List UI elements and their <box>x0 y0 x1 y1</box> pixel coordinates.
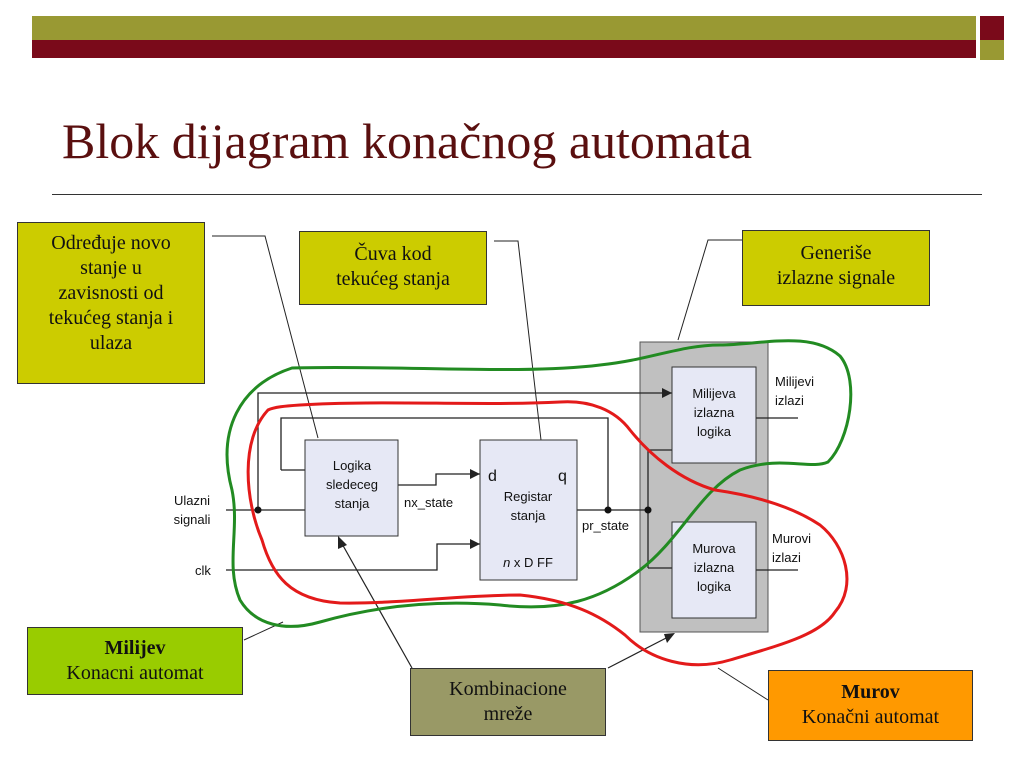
combinational-arrows <box>340 541 671 669</box>
next-state-logic-block <box>304 439 399 537</box>
state-register-block <box>479 439 578 581</box>
mealy-output-logic-block <box>671 366 757 464</box>
inputs-label-1: Ulazni <box>174 493 210 508</box>
inputs-label-2: signali <box>174 512 211 527</box>
callout-next-state-line-1: Određuje novo <box>51 232 171 254</box>
callout-moore: Murov Konačni automat <box>768 670 973 741</box>
callout-mealy: Milijev Konacni automat <box>27 627 243 695</box>
callout-state-register-line-1: Čuva kod <box>354 243 432 265</box>
junction-output <box>644 506 652 514</box>
callout-moore-title: Murov <box>841 681 900 703</box>
callout-outputs-line-2: izlazne signale <box>776 267 896 289</box>
moore-line-2: izlazna <box>694 560 735 575</box>
callout-next-state-line-2: stanje u <box>80 257 142 279</box>
nx-state-label: nx_state <box>404 495 453 510</box>
reg-line-1: Registar <box>504 489 553 504</box>
wires <box>226 392 798 571</box>
callout-combinational-line-2: mreže <box>483 703 533 725</box>
mealy-out-label-2: izlazi <box>775 393 804 408</box>
mealy-fsm-outline <box>225 339 853 628</box>
pr-state-label: pr_state <box>582 518 629 533</box>
callout-state-register-line-2: tekućeg stanja <box>336 268 450 290</box>
moore-line-3: logika <box>697 579 732 594</box>
nsl-line-1: Logika <box>333 458 372 473</box>
arrow-clk <box>470 539 480 549</box>
leader-moore <box>717 667 769 701</box>
callout-state-register: Čuva kod tekućeg stanja <box>299 231 487 305</box>
callout-outputs: Generiše izlazne signale <box>742 230 930 306</box>
header-maroon-bar <box>32 40 976 58</box>
callout-outputs-line-1: Generiše <box>800 242 872 264</box>
nsl-line-3: stanja <box>335 496 370 511</box>
junction-pr-state <box>604 506 612 514</box>
mealy-line-1: Milijeva <box>692 386 736 401</box>
header-olive-bar <box>32 16 976 40</box>
mealy-out-label-1: Milijevi <box>775 374 814 389</box>
leader-register <box>494 240 542 441</box>
header-corner-maroon <box>980 16 1004 40</box>
callout-next-state-line-3: zavisnosti od <box>58 282 164 304</box>
moore-out-label-2: izlazi <box>772 550 801 565</box>
mealy-line-3: logika <box>697 424 732 439</box>
moore-output-logic-block <box>671 521 757 619</box>
junction-input <box>254 506 262 514</box>
callout-next-state-line-4: tekućeg stanja i <box>48 307 174 329</box>
moore-out-label-1: Murovi <box>772 531 811 546</box>
callout-combinational-line-1: Kombinacione <box>449 678 567 700</box>
clk-label: clk <box>195 563 211 578</box>
title-divider <box>52 194 982 195</box>
register-d-port: d <box>488 468 497 485</box>
header-corner-olive <box>980 40 1004 60</box>
callout-next-state-line-5: ulaza <box>89 332 133 354</box>
slide-title: Blok dijagram konačnog automata <box>62 113 753 169</box>
callout-mealy-title: Milijev <box>104 637 166 659</box>
mealy-line-2: izlazna <box>694 405 735 420</box>
callout-next-state: Određuje novo stanje u zavisnosti od tek… <box>17 222 205 384</box>
register-n-dff: n x D FF <box>503 555 553 570</box>
moore-fsm-outline <box>246 400 849 667</box>
nsl-line-2: sledeceg <box>326 477 378 492</box>
arrow-nx-state <box>470 469 480 479</box>
callout-combinational: Kombinacione mreže <box>410 668 606 736</box>
callout-moore-subtitle: Konačni automat <box>801 706 940 728</box>
register-q-port: q <box>558 468 567 485</box>
moore-line-1: Murova <box>692 541 736 556</box>
leader-outputs <box>677 239 742 341</box>
callout-mealy-subtitle: Konacni automat <box>66 662 204 684</box>
leader-next-state <box>212 235 319 439</box>
reg-line-2: stanja <box>511 508 546 523</box>
